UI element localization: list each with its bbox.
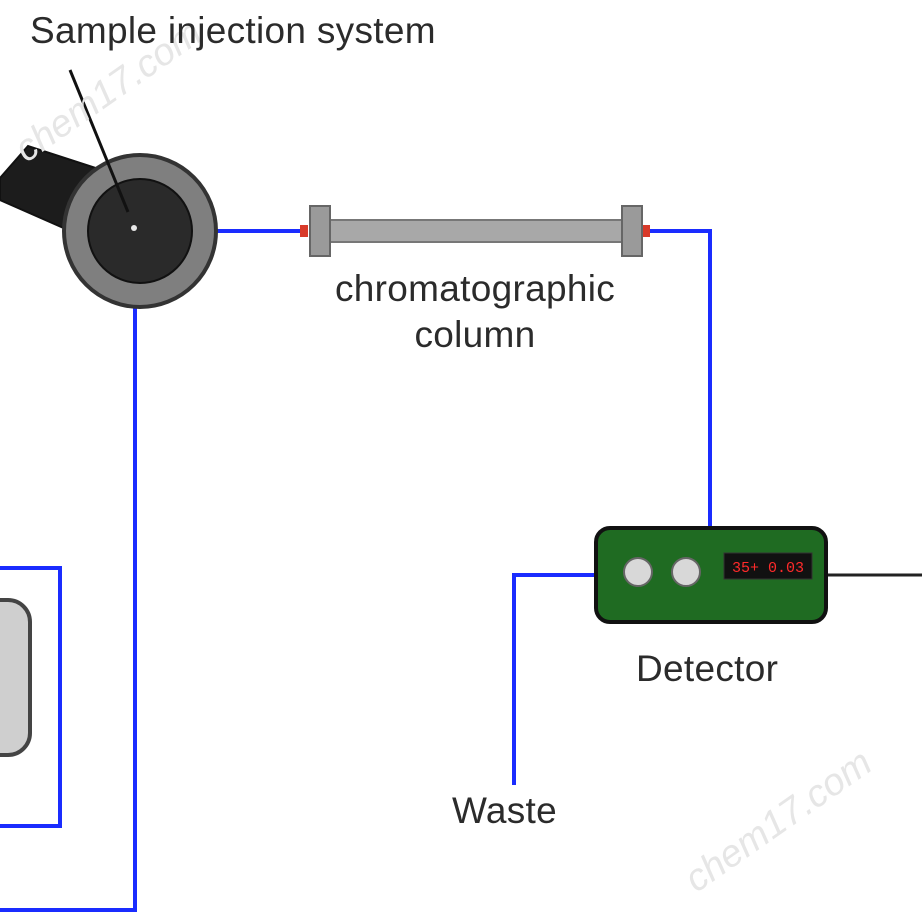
column-fitting-right — [642, 225, 650, 237]
detector-knob-right — [671, 557, 701, 587]
detector-display — [723, 552, 813, 580]
tube-reservoir-loop — [0, 566, 62, 828]
column-label-line1: chromatographic — [334, 268, 616, 309]
waste-label: Waste — [452, 790, 557, 831]
tube-detector-to-waste — [512, 573, 598, 785]
injector-inner-disc — [87, 178, 193, 284]
tube-injector-down — [0, 300, 137, 912]
chromatographic-column — [300, 205, 650, 257]
detector-display-readout: 35+ 0.03 — [732, 560, 804, 577]
detector-knob-left — [623, 557, 653, 587]
injector — [0, 144, 218, 309]
detector-body — [594, 526, 828, 624]
detector: 35+ 0.03 — [594, 526, 828, 624]
injector-pointer-line — [68, 69, 130, 213]
column-label: chromatographic column — [300, 266, 650, 358]
injector-label: Sample injection system — [30, 10, 436, 51]
tubing — [0, 229, 712, 912]
injector-port — [131, 225, 137, 231]
column-endcap-left — [309, 205, 331, 257]
column-endcap-right — [621, 205, 643, 257]
column-tube — [317, 219, 629, 243]
detector-label: Detector — [636, 648, 779, 689]
solvent-reservoir — [0, 598, 32, 757]
tube-column-to-detector — [648, 229, 712, 530]
column-label-line2: column — [414, 314, 536, 355]
column-fitting-left — [300, 225, 308, 237]
